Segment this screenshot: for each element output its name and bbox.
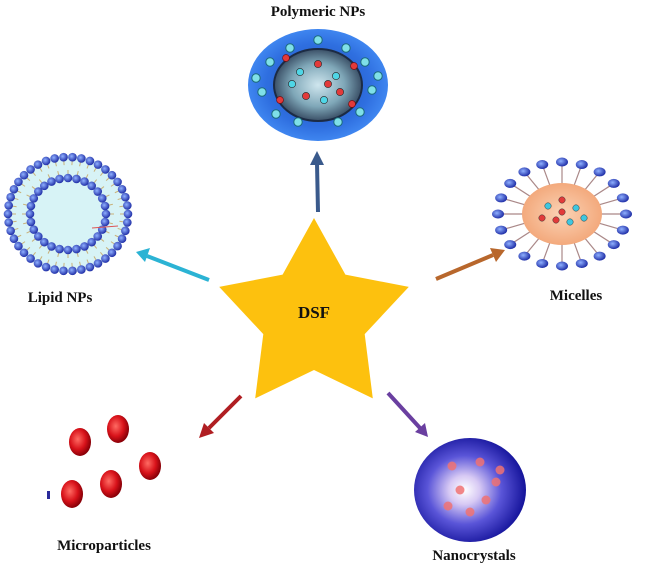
lipid-np-illustration xyxy=(3,152,133,276)
center-star xyxy=(219,218,409,399)
polymeric-label: Polymeric NPs xyxy=(271,4,366,20)
microparticle-illustration xyxy=(47,415,161,508)
arrow-lipid xyxy=(136,248,210,282)
arrow-nanocrystals xyxy=(386,391,428,437)
microparticles-label: Microparticles xyxy=(57,538,151,554)
nanocrystals-label: Nanocrystals xyxy=(432,548,515,564)
arrow-microparticles xyxy=(199,394,243,438)
lipid-label: Lipid NPs xyxy=(28,290,93,306)
micelle-illustration xyxy=(492,157,632,271)
polymeric-np-illustration xyxy=(248,29,388,141)
nanocrystal-illustration xyxy=(414,438,526,542)
center-label: DSF xyxy=(298,303,330,322)
arrow-polymeric xyxy=(310,151,324,213)
arrow-micelles xyxy=(435,248,505,281)
micelles-label: Micelles xyxy=(550,288,603,304)
